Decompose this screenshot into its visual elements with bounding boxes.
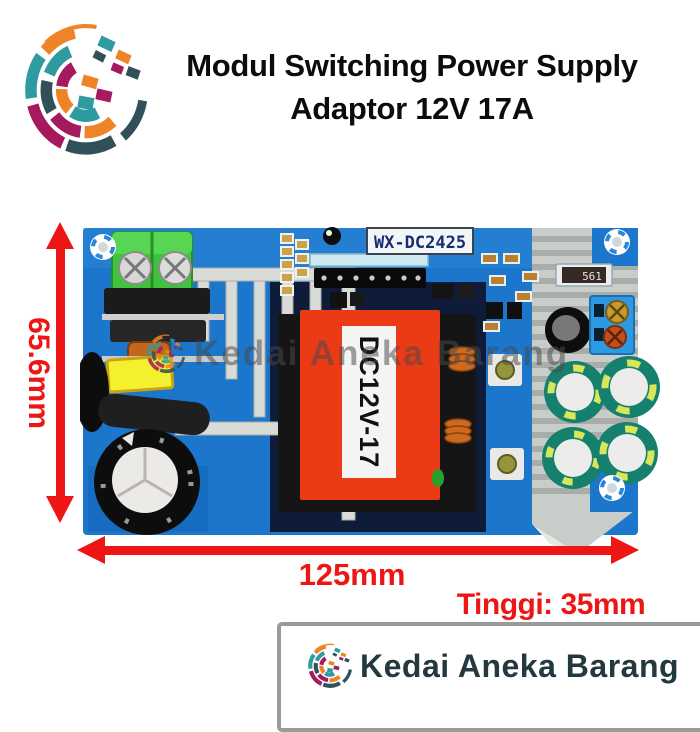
width-arrow-head-left <box>77 536 105 564</box>
capacitor-top <box>552 315 580 341</box>
thickness-dimension-label: Tinggi: 35mm <box>456 588 646 621</box>
brand-sphere-logo <box>22 22 150 158</box>
green-led <box>432 469 444 487</box>
svg-text:WX-DC2425: WX-DC2425 <box>374 233 466 253</box>
daughter-board-edge <box>309 253 429 267</box>
height-arrow-head-bottom <box>46 496 74 523</box>
height-arrow-head-top <box>46 222 74 249</box>
output-terminal-blue <box>589 295 635 355</box>
model-label: WX-DC2425 <box>366 227 474 255</box>
heatsink-standoffs <box>488 354 524 480</box>
black-cylinder <box>98 393 210 436</box>
board-hole-top <box>323 227 341 245</box>
hole-glint <box>326 230 332 236</box>
large-black-capacitor <box>94 429 200 535</box>
footer-brand-box: Kedai Aneka Barang <box>277 622 700 732</box>
output-capacitors <box>542 356 660 489</box>
header-pins <box>314 268 426 288</box>
height-dimension-label: 65.6mm <box>22 317 55 429</box>
mounting-holes <box>90 229 630 501</box>
output-inductors <box>444 346 476 444</box>
height-arrow-stem <box>56 246 65 498</box>
product-image-canvas: { "header": { "title_line1": "Modul Swit… <box>22 22 700 732</box>
width-dimension-label: 125mm <box>298 557 406 592</box>
footer-brand-name: Kedai Aneka Barang <box>360 647 680 684</box>
yellow-film-capacitor <box>105 354 175 394</box>
title-line2: Adaptor 12V 17A <box>290 91 534 126</box>
page-title: Modul Switching Power Supply Adaptor 12V… <box>150 44 674 130</box>
transformer-label: DC12V-17 <box>354 336 384 469</box>
assorted-components <box>330 253 539 332</box>
svg-text:561: 561 <box>582 270 602 283</box>
psu-module-photo: DC12V-17 WX-DC2425 561 <box>80 227 660 554</box>
footer-sphere-logo <box>307 642 353 690</box>
width-arrow-head-right <box>611 536 639 564</box>
title-line1: Modul Switching Power Supply <box>186 48 638 83</box>
transformer: DC12V-17 <box>278 310 476 512</box>
width-arrow-stem <box>104 546 612 555</box>
resistor-561: 561 <box>555 263 613 287</box>
smd-resistor-column <box>280 233 309 296</box>
